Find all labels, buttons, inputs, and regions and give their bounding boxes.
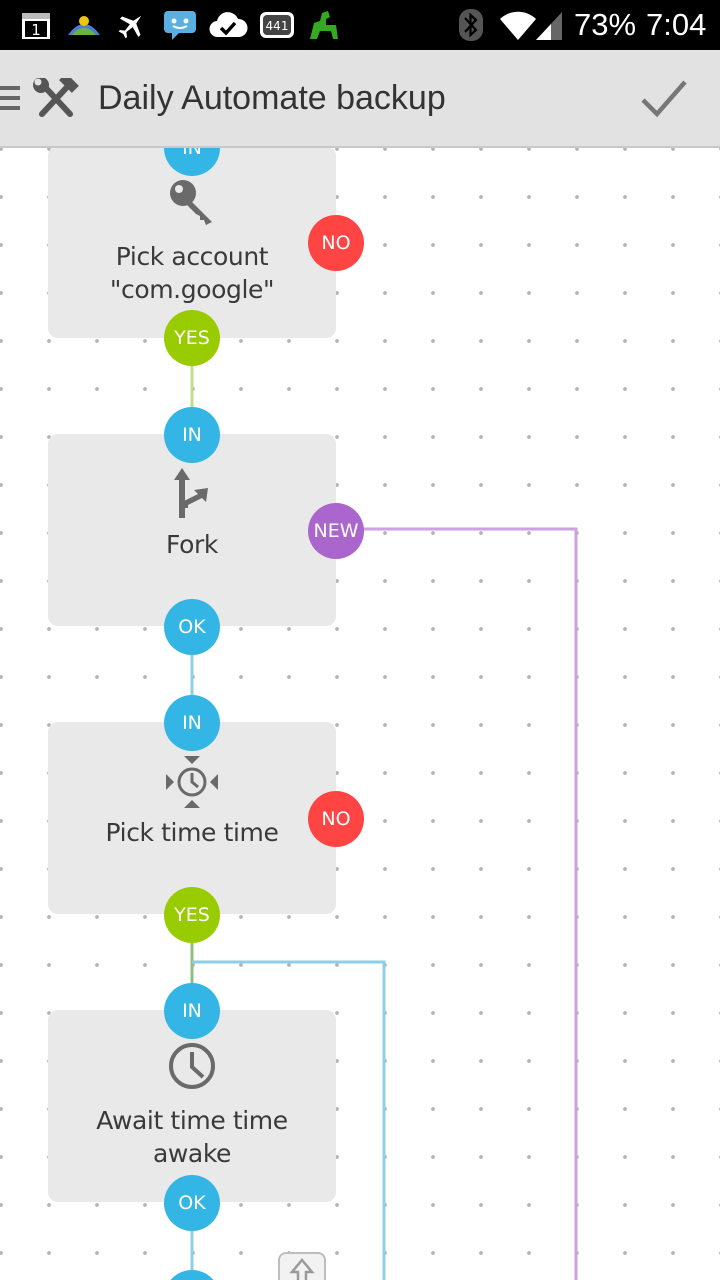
ok-connector-fork[interactable]: OK: [164, 599, 220, 655]
airplane-icon: [116, 9, 148, 41]
status-bar: 1 441: [0, 0, 720, 50]
flowchart-canvas[interactable]: Pick account "com.google" Fork Pick time…: [0, 148, 720, 1280]
action-bar: Daily Automate backup: [0, 50, 720, 148]
yes-connector-pick-time[interactable]: YES: [164, 887, 220, 943]
fork-icon: [174, 468, 208, 518]
weather-icon: [66, 9, 102, 41]
clock-time: 7:04: [646, 7, 707, 42]
block-label: Await time time awake: [96, 1106, 288, 1168]
battery-percent: 73%: [574, 7, 637, 42]
yes-connector-pick-account[interactable]: YES: [164, 310, 220, 366]
block-pick-time[interactable]: Pick time time: [48, 722, 336, 914]
svg-text:441: 441: [266, 19, 289, 33]
cloud-check-icon: [208, 9, 248, 41]
block-pick-account[interactable]: Pick account "com.google": [48, 148, 336, 338]
key-icon: [170, 180, 212, 225]
in-connector-await-time[interactable]: IN: [164, 983, 220, 1039]
block-fork[interactable]: Fork: [48, 434, 336, 626]
badge-icon: 441: [258, 9, 296, 41]
ok-connector-await-time[interactable]: OK: [164, 1175, 220, 1231]
block-label: Pick time time: [105, 818, 279, 847]
no-connector-pick-time[interactable]: NO: [308, 791, 364, 847]
in-connector-next-block[interactable]: [164, 1270, 220, 1280]
block-label: Fork: [166, 530, 218, 559]
new-connector-fork[interactable]: NEW: [308, 503, 364, 559]
checkmark-icon: [640, 78, 688, 123]
home-up-button[interactable]: [0, 50, 84, 146]
clock-icon: [169, 1043, 215, 1089]
messenger-icon: [162, 9, 198, 41]
wifi-icon: [498, 9, 538, 41]
tools-icon: [32, 73, 80, 123]
block-label: Pick account "com.google": [109, 242, 275, 304]
block-await-time[interactable]: Await time time awake: [48, 1010, 336, 1202]
signal-icon: [534, 9, 564, 41]
bluetooth-icon: [458, 9, 484, 41]
android-icon: [306, 9, 342, 41]
save-button[interactable]: [620, 62, 710, 134]
page-title: Daily Automate backup: [98, 79, 446, 117]
in-connector-fork[interactable]: IN: [164, 407, 220, 463]
scroll-up-button[interactable]: [278, 1252, 326, 1280]
no-connector-pick-account[interactable]: NO: [308, 215, 364, 271]
calendar-icon: 1: [20, 9, 52, 41]
wire-new-branch: [336, 527, 578, 1280]
wire-yes-branch: [192, 960, 386, 1280]
svg-text:1: 1: [31, 21, 41, 39]
time-pick-icon: [166, 756, 218, 808]
arrow-up-icon: [289, 1258, 315, 1280]
in-connector-pick-time[interactable]: IN: [164, 695, 220, 751]
drawer-icon: [0, 84, 20, 117]
